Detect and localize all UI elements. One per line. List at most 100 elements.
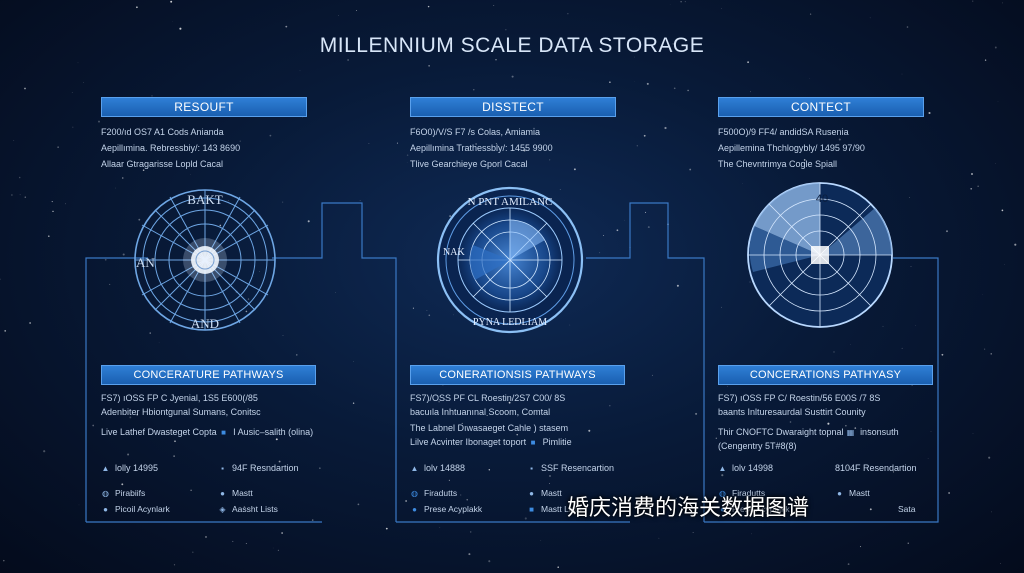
star [275, 438, 278, 441]
star [469, 131, 471, 133]
star [845, 425, 847, 427]
column-header: RESOUFT [101, 97, 307, 117]
star [907, 542, 909, 544]
star [228, 200, 229, 202]
column-resouft: RESOUFT F200/ıd OS7 A1 Cods Anianda Aepi… [101, 0, 401, 573]
node-icon: ◍ [102, 489, 109, 498]
star [721, 306, 722, 308]
legend-label: Mastt [541, 488, 562, 498]
star [994, 46, 997, 49]
star [43, 450, 46, 453]
legend-item: ■Mastt Lists [527, 504, 582, 514]
star [859, 546, 862, 548]
star [488, 469, 491, 471]
star [245, 543, 247, 545]
star [789, 421, 792, 423]
star [192, 551, 194, 553]
star [798, 396, 800, 398]
page-title: MILLENNIUM SCALE DATA STORAGE [319, 34, 705, 57]
star [750, 91, 751, 93]
star [172, 21, 173, 22]
star [151, 95, 153, 97]
star [57, 146, 59, 148]
column-disstect: DISSTECT F6O0)/V/S F7 /s Colas, Amiamia … [410, 0, 710, 573]
legend-label: Mastt [849, 488, 870, 498]
star [672, 43, 674, 45]
dial-top-label: 40 [816, 193, 828, 205]
star [599, 252, 601, 254]
section-lines: FS7) ıOSS FP C/ Roestin/56 E00S /7 8S ba… [718, 392, 948, 454]
star [516, 433, 518, 436]
star [122, 253, 125, 256]
star [121, 483, 124, 486]
column-contect: CONTECT F500O)/9 FF4/ andidSA Rusenia Ae… [718, 0, 1018, 573]
star [549, 482, 551, 484]
section-lines: FS7) ıOSS FP C Jyenial, 1S5 E600(/85 Ade… [101, 392, 331, 440]
dot-icon: ● [220, 489, 225, 498]
dot-icon: ● [720, 505, 725, 514]
frame-connector-1-2 [272, 202, 397, 522]
section-line: Thir CNOFTC Dwaraight topnal ▦insonsuth [718, 426, 948, 440]
section-line: Lilve Acvinter Ibonaget toport ■Pimlitie [410, 436, 640, 450]
legend-label: Picoil Acynlark [115, 504, 170, 514]
star [282, 201, 284, 203]
stat-value: lolv 14888 [424, 463, 466, 473]
star [388, 51, 390, 53]
star [368, 143, 370, 145]
star [609, 404, 611, 407]
star [838, 138, 841, 141]
star [29, 322, 31, 324]
star [588, 429, 591, 432]
star [695, 412, 698, 415]
star [559, 188, 561, 190]
star [729, 499, 731, 501]
star [356, 10, 357, 11]
star [4, 330, 7, 332]
star [72, 126, 74, 128]
dial-top-label: N PNT AMILANC [468, 196, 553, 208]
star [638, 48, 640, 51]
star [984, 59, 987, 61]
star [569, 324, 571, 326]
star [158, 342, 160, 344]
star [727, 385, 728, 387]
star [636, 145, 638, 147]
star [13, 140, 15, 141]
star [269, 134, 272, 137]
section-line: The Labnel Dıwasaeget Cahle ) stasem [410, 423, 569, 433]
section-line-text: Pimlitie [542, 437, 572, 447]
star [179, 27, 182, 30]
star [24, 196, 27, 198]
frame-right-3 [704, 257, 939, 523]
legend-label: Sata [898, 504, 916, 514]
star [672, 500, 674, 502]
star [142, 169, 145, 171]
star [624, 219, 626, 221]
star [83, 82, 85, 83]
star [941, 353, 944, 356]
star [749, 281, 751, 283]
legend-label: Pirabiifs [115, 488, 146, 498]
star [684, 1, 686, 3]
star [311, 519, 314, 521]
star [438, 400, 440, 403]
star [259, 271, 260, 272]
frame-left-1 [85, 257, 148, 522]
star [948, 492, 950, 494]
star [984, 348, 986, 350]
star [988, 456, 991, 459]
star [809, 77, 810, 79]
star [972, 433, 974, 434]
square-icon: ■ [530, 438, 536, 447]
star [680, 1, 682, 3]
star [990, 353, 992, 355]
star [19, 194, 21, 196]
legend-item: ◍Firadutts [410, 488, 457, 498]
star [867, 429, 870, 432]
star [299, 70, 301, 72]
dot-icon: ● [837, 489, 842, 498]
info-line: Aepillemina Thchlogybly/ 1495 97/90 [718, 143, 865, 153]
legend-label: Firadutts [732, 488, 766, 498]
star [573, 168, 576, 171]
